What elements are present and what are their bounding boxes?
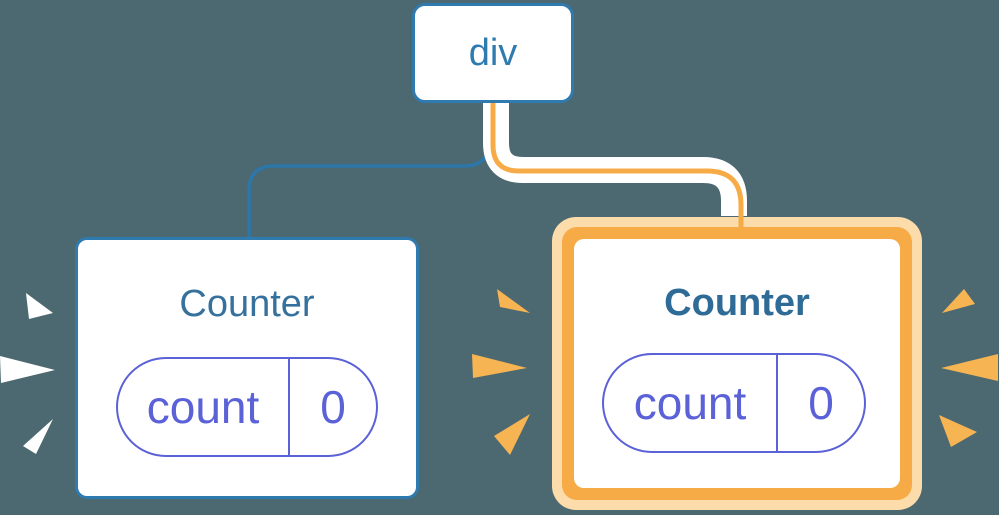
- state-value: 0: [320, 381, 346, 433]
- root-node-div: div: [412, 3, 574, 103]
- spark-icon: [26, 293, 53, 319]
- spark-icon: [497, 289, 530, 313]
- highlight-ring: Counter count 0: [562, 227, 912, 500]
- counter-card-plain: Counter count 0: [75, 237, 419, 499]
- edge-to-right-counter: [490, 100, 744, 231]
- spark-group-left-card: [0, 293, 55, 454]
- spark-icon: [23, 419, 53, 454]
- spark-icon: [939, 415, 977, 447]
- spark-icon: [941, 354, 998, 381]
- state-key: count: [604, 355, 778, 451]
- spark-icon: [494, 414, 530, 455]
- state-key: count: [118, 359, 290, 455]
- edge-to-right-counter-casing: [483, 100, 747, 216]
- edge-to-left-counter: [247, 100, 491, 240]
- spark-group-right-card-left: [472, 289, 530, 455]
- state-value: 0: [808, 377, 834, 429]
- root-node-label: div: [468, 31, 518, 74]
- component-title: Counter: [179, 283, 315, 325]
- spark-group-right-card-right: [939, 289, 998, 447]
- state-pill: count 0: [116, 357, 378, 457]
- component-title: Counter: [664, 282, 810, 324]
- counter-card-highlighted: Counter count 0: [552, 217, 922, 510]
- spark-icon: [472, 354, 527, 378]
- spark-icon: [0, 356, 55, 383]
- spark-icon: [942, 289, 975, 313]
- state-pill: count 0: [602, 353, 866, 453]
- counter-card-highlighted-body: Counter count 0: [574, 239, 900, 488]
